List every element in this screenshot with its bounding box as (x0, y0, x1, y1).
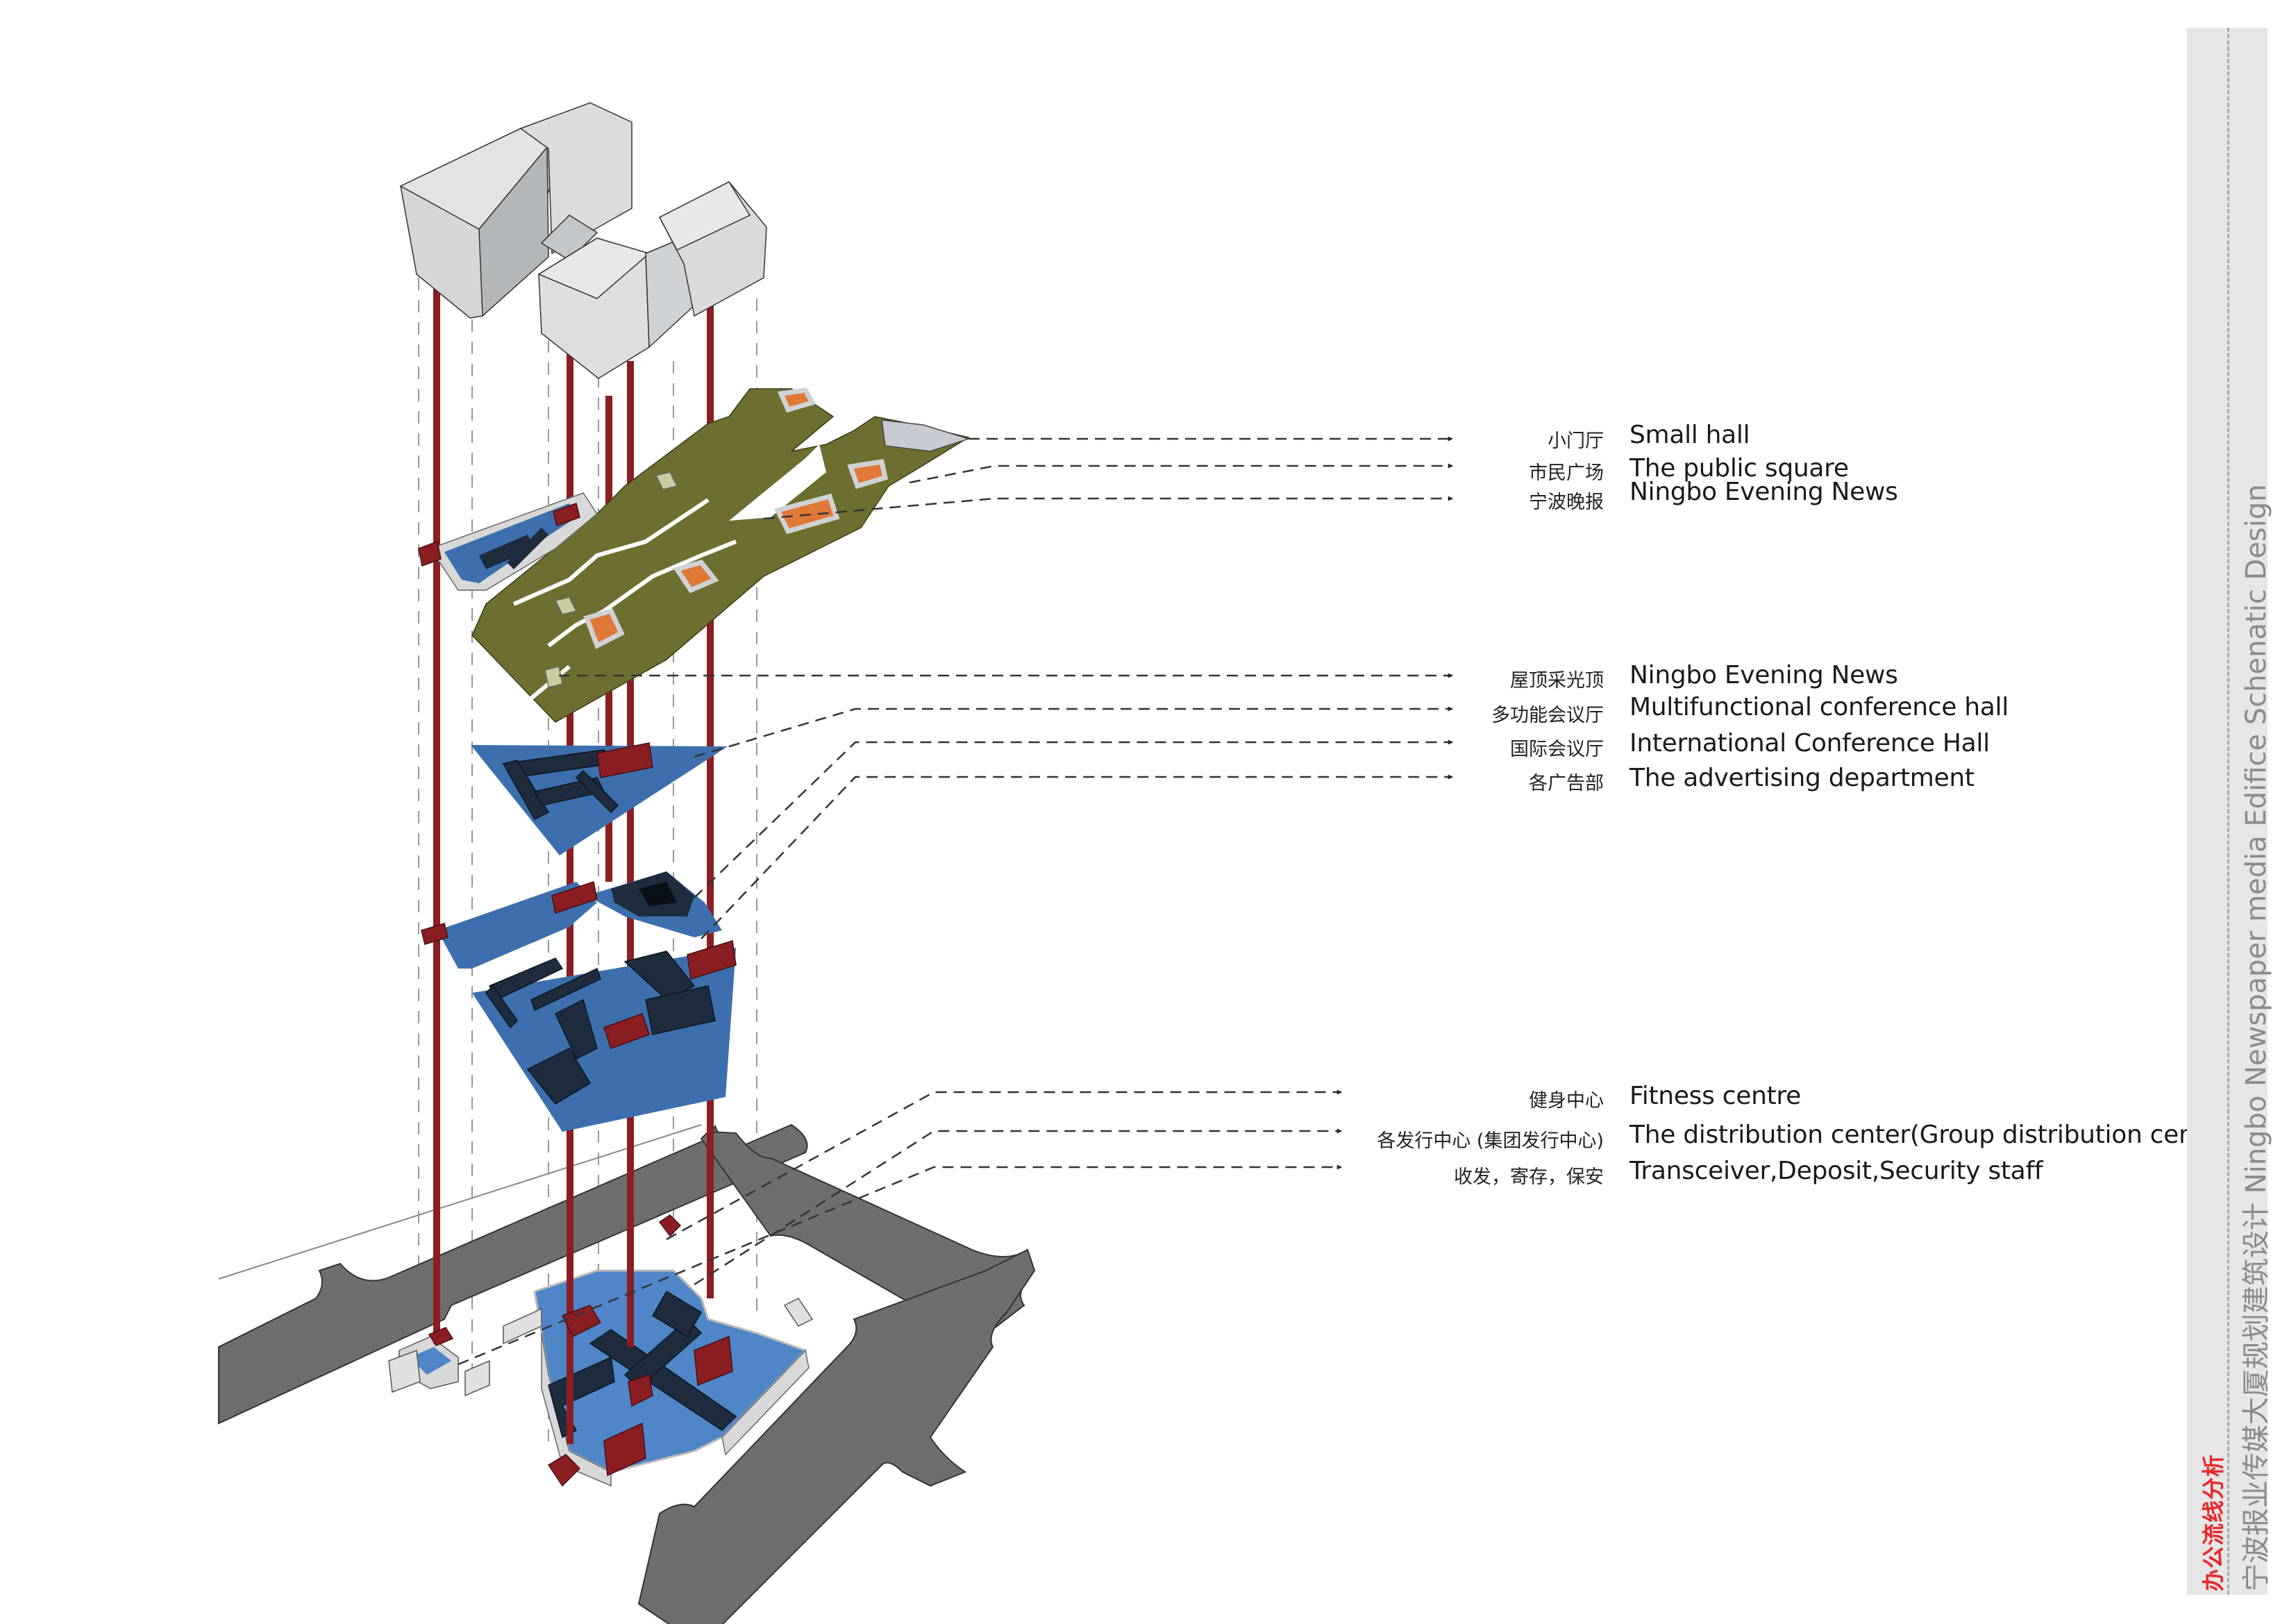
label-en: The public square (1629, 454, 1849, 483)
small-hall-volume (881, 419, 971, 452)
leader-multifunctional-hall (694, 706, 1453, 758)
label-multifunctional-hall: 多功能会议厅 (1458, 698, 1604, 728)
leader-transceiver (458, 1164, 1342, 1366)
leader-advertising-dept (701, 774, 1453, 939)
project-subtitle: 宁波报业传媒大厦规划建筑设计 Ningbo Newspaper media Ed… (2240, 484, 2272, 1591)
label-advertising-dept: 各广告部 (1458, 766, 1604, 796)
leader-international-hall (694, 739, 1453, 898)
label-cn: 小门厅 (1548, 430, 1604, 452)
label-international-hall: 国际会议厅 (1458, 732, 1604, 762)
label-distribution-center: 各发行中心 (集团发行中心) (1319, 1123, 1604, 1154)
label-en: The distribution center(Group distributi… (1629, 1121, 2239, 1149)
label-en: Small hall (1629, 421, 1750, 449)
east-road (637, 1248, 1036, 1624)
label-small-hall: 小门厅 (1458, 424, 1604, 454)
orange-skylights (583, 387, 889, 649)
label-en: Transceiver,Deposit,Security staff (1629, 1157, 2043, 1185)
floor-international-conference (421, 871, 722, 969)
title-sidebar (2187, 28, 2268, 1595)
floor-multifunctional-conference (471, 742, 728, 855)
building-massing (399, 102, 767, 379)
label-roof-skylight: 屋顶采光顶 (1458, 663, 1604, 694)
label-cn: 屋顶采光顶 (1510, 669, 1604, 692)
label-transceiver: 收发，寄存，保安 (1319, 1160, 1604, 1190)
label-cn: 收发，寄存，保安 (1454, 1166, 1604, 1188)
label-en: Fitness centre (1629, 1082, 1801, 1110)
label-cn: 多功能会议厅 (1491, 704, 1604, 726)
label-en: The advertising department (1629, 764, 1975, 792)
roof-public-square (418, 387, 971, 723)
label-cn: 各发行中心 (集团发行中心) (1377, 1130, 1604, 1152)
leader-public-square (909, 463, 1453, 484)
leader-lines (458, 436, 1453, 1366)
label-en: Ningbo Evening News (1629, 661, 1898, 689)
main-road (218, 1123, 808, 1425)
sheet-title: 办公流线分析 (2200, 1453, 2227, 1591)
leader-ningbo-evening-news (763, 496, 1453, 520)
label-cn: 国际会议厅 (1510, 738, 1604, 760)
sidebar-divider (2227, 28, 2229, 1595)
site-roads (218, 1123, 1036, 1624)
label-en: Ningbo Evening News (1629, 478, 1898, 506)
label-en: Multifunctional conference hall (1629, 693, 2009, 721)
label-cn: 宁波晚报 (1529, 491, 1604, 513)
label-cn: 健身中心 (1529, 1089, 1604, 1112)
ground-core-boxes (428, 1214, 733, 1487)
label-public-square: 市民广场 (1458, 455, 1604, 486)
label-cn: 各广告部 (1529, 772, 1604, 794)
leader-distribution-center (694, 1128, 1342, 1286)
label-fitness-centre: 健身中心 (1319, 1083, 1604, 1114)
floor-advertising-department (472, 940, 737, 1132)
label-ningbo-evening-news: 宁波晚报 (1458, 485, 1604, 515)
label-cn: 市民广场 (1529, 462, 1604, 484)
ground-floor (388, 1269, 814, 1487)
label-en: International Conference Hall (1629, 729, 1990, 757)
